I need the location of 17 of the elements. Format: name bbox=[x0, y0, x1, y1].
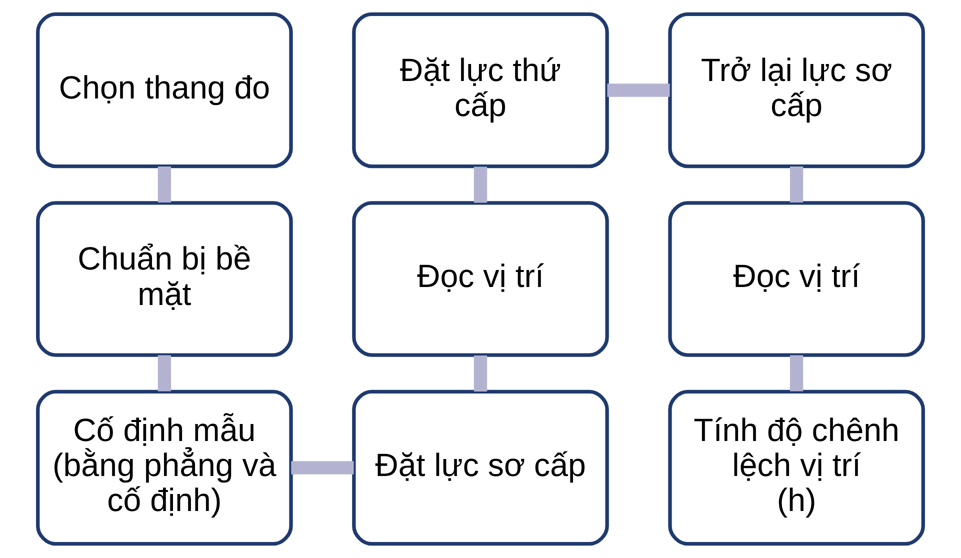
connector bbox=[790, 355, 804, 392]
node-box: Đọc vị trí bbox=[668, 201, 925, 357]
node-box: Cố định mẫu (bằng phẳng và cố định) bbox=[36, 390, 293, 546]
connector bbox=[474, 166, 488, 203]
node-box: Đặt lực thứ cấp bbox=[352, 12, 609, 168]
node-box: Chọn thang đo bbox=[36, 12, 293, 168]
node-box: Tính độ chênh lệch vị trí (h) bbox=[668, 390, 925, 546]
connector bbox=[607, 84, 670, 97]
connector bbox=[158, 355, 172, 392]
node-box: Đặt lực sơ cấp bbox=[352, 390, 609, 546]
node-box: Trở lại lực sơ cấp bbox=[668, 12, 925, 168]
node-box: Chuẩn bị bề mặt bbox=[36, 201, 293, 357]
node-box: Đọc vị trí bbox=[352, 201, 609, 357]
connector bbox=[291, 461, 354, 474]
connector bbox=[474, 356, 488, 392]
connector bbox=[158, 166, 172, 202]
connector bbox=[790, 166, 804, 202]
